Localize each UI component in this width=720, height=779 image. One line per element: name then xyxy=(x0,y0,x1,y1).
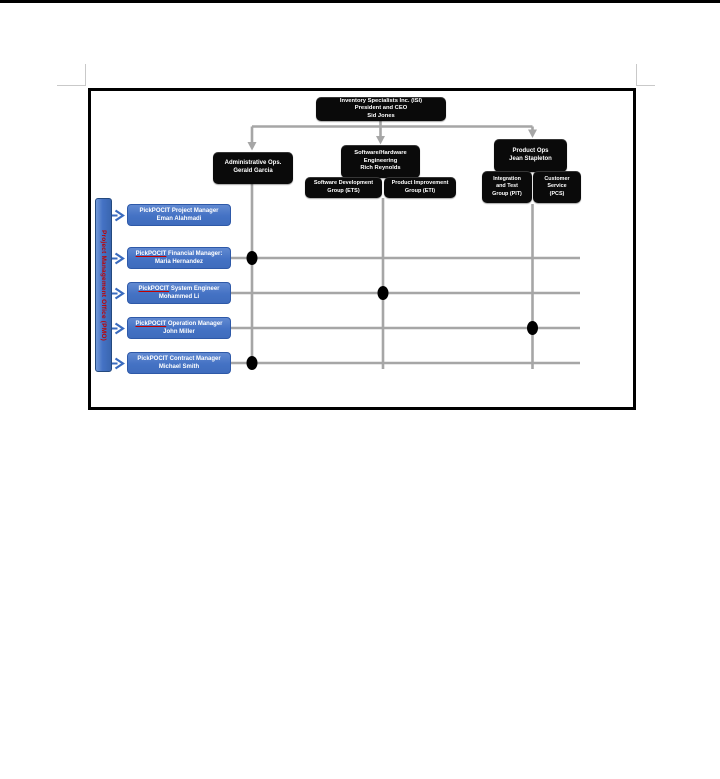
margin-mark-top-right xyxy=(636,64,637,86)
pmo-label: Project Management Office (PMO) xyxy=(100,229,107,341)
chevron-arrow-icon xyxy=(112,357,125,370)
manager-name: Michael Smith xyxy=(158,364,200,370)
org-box-president[interactable]: Inventory Specialists Inc. (ISI) Preside… xyxy=(316,97,446,121)
manager-box-project-manager[interactable]: PickPOCIT Project Manager Eman Alahmadi xyxy=(127,204,231,226)
manager-name: Maria Hernandez xyxy=(154,259,203,265)
org-box-ets-group[interactable]: Software Development Group (ETS) xyxy=(305,177,382,198)
margin-mark-top-right xyxy=(637,85,655,86)
manager-title: PickPOCIT xyxy=(138,285,170,292)
window-top-border xyxy=(0,0,720,3)
manager-title: PickPOCIT xyxy=(135,250,167,257)
manager-box-contract-manager[interactable]: PickPOCIT Contract Manager Michael Smith xyxy=(127,352,231,374)
margin-mark-top-left xyxy=(57,85,85,86)
chevron-arrow-icon xyxy=(112,209,125,222)
manager-box-financial-manager[interactable]: PickPOCIT Financial Manager: Maria Herna… xyxy=(127,247,231,269)
manager-title: PickPOCIT xyxy=(135,320,167,327)
org-box-product-ops[interactable]: Product Ops Jean Stapleton xyxy=(494,139,567,172)
manager-box-system-engineer[interactable]: PickPOCIT System Engineer Mohammed Li xyxy=(127,282,231,304)
manager-name: Mohammed Li xyxy=(158,294,200,300)
chevron-arrow-icon xyxy=(112,322,125,335)
manager-title: PickPOCIT xyxy=(137,355,168,362)
manager-name: Eman Alahmadi xyxy=(156,216,202,222)
org-box-software-hardware[interactable]: Software/Hardware Engineering Rich Reyno… xyxy=(341,145,420,178)
org-box-administrative-ops[interactable]: Administrative Ops. Gerald Garcia xyxy=(213,152,293,184)
manager-name: John Miller xyxy=(163,329,195,335)
manager-title: PickPOCIT xyxy=(139,207,171,214)
manager-box-operation-manager[interactable]: PickPOCIT Operation Manager John Miller xyxy=(127,317,231,339)
org-box-pit-group[interactable]: Integration and Test Group (PIT) xyxy=(482,171,532,203)
pmo-bar[interactable]: Project Management Office (PMO) xyxy=(95,198,112,372)
org-box-eti-group[interactable]: Product Improvement Group (ETI) xyxy=(384,177,456,198)
org-box-pcs-group[interactable]: Customer Service (PCS) xyxy=(533,171,581,203)
margin-mark-top-left xyxy=(85,64,86,86)
chevron-arrow-icon xyxy=(112,252,125,265)
chevron-arrow-icon xyxy=(112,287,125,300)
